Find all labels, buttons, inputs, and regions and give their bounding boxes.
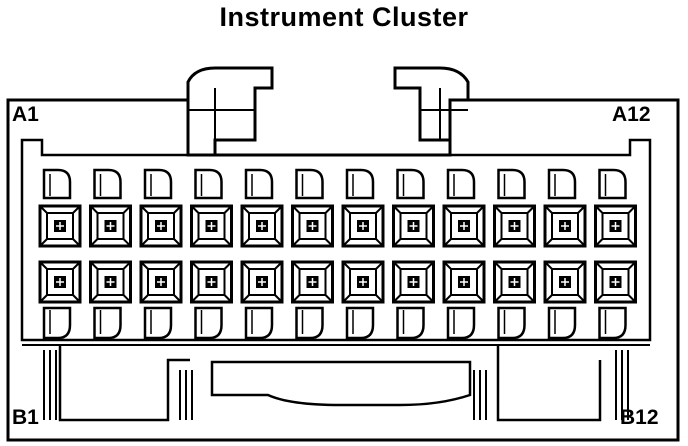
- pin-a9: [442, 204, 486, 248]
- pin-a5: [240, 204, 284, 248]
- pin-latch-b10: [497, 306, 526, 340]
- pin-latch-a4: [194, 168, 223, 200]
- pin-latch-b12: [598, 306, 627, 340]
- pin-a8: [392, 204, 435, 248]
- pin-a2: [89, 204, 132, 248]
- pin-latch-b1: [42, 306, 72, 340]
- right-latch: [393, 66, 470, 155]
- pin-b10: [493, 260, 536, 304]
- pin-a1: [38, 204, 82, 248]
- pin-a4: [190, 204, 233, 248]
- pin-a6: [291, 204, 334, 248]
- pin-latch-a10: [497, 168, 526, 200]
- pin-latch-a6: [295, 168, 324, 200]
- pin-b8: [392, 260, 435, 304]
- pin-b7: [341, 260, 385, 304]
- pin-latch-b5: [244, 306, 274, 340]
- pin-latch-b8: [396, 306, 425, 340]
- connector-housing-outline: [6, 98, 680, 442]
- pin-latch-a7: [345, 168, 375, 200]
- bottom-key-right: [496, 345, 602, 422]
- pin-a11: [543, 204, 587, 248]
- pin-latch-a1: [42, 168, 72, 200]
- pin-latch-b3: [143, 306, 173, 340]
- pin-a7: [341, 204, 385, 248]
- diagram-title: Instrument Cluster: [219, 2, 469, 32]
- pin-latch-a2: [93, 168, 122, 200]
- pin-a3: [139, 204, 183, 248]
- pin-b9: [442, 260, 486, 304]
- pin-b12: [594, 260, 637, 304]
- bottom-key-left: [58, 345, 190, 422]
- pin-b1: [38, 260, 82, 304]
- pin-latch-b2: [93, 306, 122, 340]
- pin-a10: [493, 204, 536, 248]
- pin-latch-a12: [598, 168, 627, 200]
- pin-latch-a11: [547, 168, 577, 200]
- pin-label-a1: A1: [12, 103, 39, 126]
- pin-latch-b4: [194, 306, 223, 340]
- pin-latch-a3: [143, 168, 173, 200]
- pin-b11: [543, 260, 587, 304]
- pin-latch-a5: [244, 168, 274, 200]
- bottom-ribs: [43, 350, 629, 420]
- pin-latch-b9: [446, 306, 476, 340]
- pin-b6: [291, 260, 334, 304]
- pin-label-b1: B1: [12, 406, 39, 429]
- pin-a12: [594, 204, 637, 248]
- pin-latch-b7: [345, 306, 375, 340]
- pin-latch-b6: [295, 306, 324, 340]
- pin-latch-a9: [446, 168, 476, 200]
- pin-latch-b11: [547, 306, 577, 340]
- pin-b3: [139, 260, 183, 304]
- pin-b2: [89, 260, 132, 304]
- pin-b4: [190, 260, 233, 304]
- bottom-center-tab: [210, 360, 472, 407]
- left-latch: [186, 66, 274, 155]
- pin-label-a12: A12: [612, 103, 651, 126]
- pin-latch-a8: [396, 168, 425, 200]
- pin-b5: [240, 260, 284, 304]
- pin-cavities: [38, 168, 637, 340]
- pin-label-b12: B12: [620, 406, 659, 429]
- connector-inner-body: [20, 138, 652, 342]
